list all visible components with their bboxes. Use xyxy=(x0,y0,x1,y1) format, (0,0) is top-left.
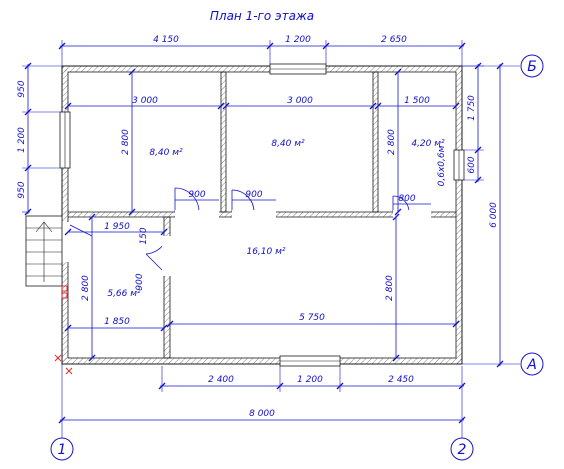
entrance-stairs xyxy=(25,215,63,287)
doors xyxy=(62,187,431,276)
dim-total-height: 6 000 xyxy=(489,202,499,228)
axis-label-a: А xyxy=(526,357,537,373)
windows xyxy=(59,63,465,367)
dim-door-4: 900 xyxy=(135,273,145,290)
dim-bottom-1: 2 400 xyxy=(208,375,234,385)
dim-room4-width: 1 950 xyxy=(104,222,130,232)
dim-room4-height: 2 800 xyxy=(81,275,91,301)
dim-room4-width-2: 1 850 xyxy=(104,317,130,327)
dimension-lines xyxy=(22,40,520,438)
window-size-note: 0,6х0,6м xyxy=(437,145,447,186)
dim-room1-width: 3 000 xyxy=(132,96,158,106)
dim-right-2: 600 xyxy=(467,156,477,173)
area-room-4: 5,66 м² xyxy=(107,289,141,299)
dim-bottom-3: 2 450 xyxy=(388,375,414,385)
axis-label-b: Б xyxy=(527,59,537,75)
dim-left-1: 950 xyxy=(17,80,27,97)
plan-title: План 1-го этажа xyxy=(210,9,314,23)
dim-total-width: 8 000 xyxy=(249,409,275,419)
dimension-labels: 4 150 1 200 2 650 2 400 1 200 2 450 8 00… xyxy=(17,35,499,419)
dim-small-150: 150 xyxy=(139,227,149,244)
dim-door-1: 900 xyxy=(188,190,205,200)
dim-room3-height: 2 800 xyxy=(387,129,397,155)
dim-left-3: 950 xyxy=(17,181,27,198)
area-room-2: 8,40 м² xyxy=(271,139,305,149)
dim-left-2: 1 200 xyxy=(17,127,27,153)
area-hall: 16,10 м² xyxy=(246,247,285,257)
dim-right-1: 1 750 xyxy=(467,95,477,121)
axis-label-1: 1 xyxy=(58,442,67,458)
dim-top-2: 1 200 xyxy=(285,35,311,45)
dim-top-1: 4 150 xyxy=(153,35,179,45)
red-markers xyxy=(54,285,73,375)
dim-bottom-2: 1 200 xyxy=(297,375,323,385)
dim-door-2: 900 xyxy=(245,190,262,200)
dim-hall-width: 5 750 xyxy=(299,313,325,323)
dim-door-3: 800 xyxy=(398,194,415,204)
room-areas: 8,40 м² 8,40 м² 4,20 м² 5,66 м² 16,10 м² xyxy=(107,139,445,299)
axis-label-2: 2 xyxy=(458,442,467,458)
dim-room2-width: 3 000 xyxy=(287,96,313,106)
dim-room1-height: 2 800 xyxy=(121,129,131,155)
dim-room3-width: 1 500 xyxy=(404,96,430,106)
axis-markers: Б А 1 2 xyxy=(50,54,544,461)
dim-hall-height: 2 800 xyxy=(385,275,395,301)
area-room-3: 4,20 м² xyxy=(411,139,445,149)
area-room-1: 8,40 м² xyxy=(149,148,183,158)
dim-top-3: 2 650 xyxy=(381,35,407,45)
